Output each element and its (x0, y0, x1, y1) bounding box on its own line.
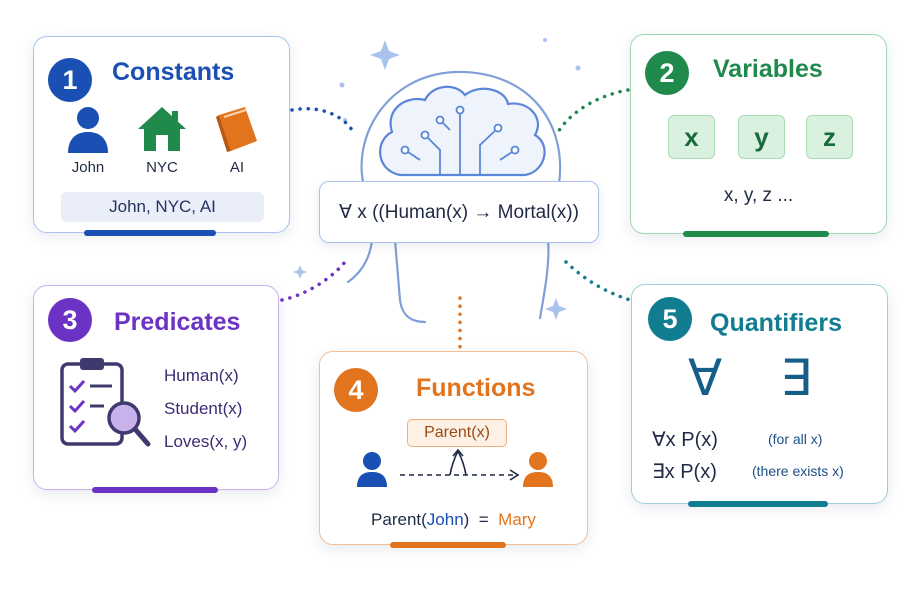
quantifier-note: (for all x) (768, 431, 823, 447)
step-badge: 2 (645, 51, 689, 95)
brain-icon (379, 85, 546, 177)
connector-quantifiers (564, 260, 632, 302)
quantifier-expression: ∃x P(x) (652, 461, 717, 483)
quantifiers-card: 5 Quantifiers ∀ ∃ ∀x P(x) (for all x) ∃x… (631, 284, 888, 507)
accent-bar (683, 231, 829, 237)
variable-chip: y (738, 115, 785, 159)
exists-symbol: ∃ (780, 350, 812, 406)
equation-argument: John (426, 510, 464, 529)
card-title: Functions (416, 374, 536, 402)
constant-item: NYC (122, 105, 202, 176)
card-title: Predicates (114, 308, 241, 336)
variable-chip: z (806, 115, 853, 159)
constant-item: John (48, 105, 128, 176)
predicate-item: Loves(x, y) (164, 432, 248, 451)
sparkle-icon (293, 38, 581, 320)
card-title: Constants (112, 58, 235, 86)
predicate-item: Human(x) (164, 366, 239, 385)
accent-bar (84, 230, 216, 236)
constant-label: AI (229, 159, 245, 176)
functions-card: 4 Functions Parent(x) Parent(John) = Mar… (319, 351, 588, 548)
step-badge: 5 (648, 297, 692, 341)
person-icon (523, 452, 553, 487)
accent-bar (390, 542, 506, 548)
variables-summary: x, y, z ... (723, 185, 794, 206)
head-icon (346, 70, 562, 324)
constant-label: NYC (146, 159, 178, 176)
variable-chip: x (668, 115, 715, 159)
function-mapping-diagram (357, 448, 553, 487)
person-icon (357, 452, 387, 487)
connector-constants (290, 107, 357, 137)
constants-card: 1 Constants John NYC AI John, NYC, AI (33, 36, 290, 236)
person-icon (68, 107, 108, 153)
function-box: Parent(x) (407, 419, 507, 447)
connector-variables (556, 88, 630, 134)
function-equation: Parent(John) = Mary (371, 510, 536, 529)
step-badge: 1 (48, 58, 92, 102)
clipboard-search-icon (60, 358, 151, 447)
forall-symbol: ∀ (688, 350, 723, 406)
constant-item: AI (197, 105, 277, 176)
card-title: Variables (713, 55, 823, 83)
house-icon (138, 107, 186, 151)
accent-bar (92, 487, 218, 493)
accent-bar (688, 501, 828, 507)
predicates-card: 3 Predicates Human(x) Student(x) Loves(x… (33, 285, 279, 493)
quantifier-expression: ∀x P(x) (652, 429, 718, 451)
quantifier-note: (there exists x) (752, 463, 844, 479)
formula-box: ∀ x ((Human(x) → Mortal(x)) (319, 181, 599, 243)
connector-predicates (280, 260, 347, 302)
variables-card: 2 Variables x y z x, y, z ... (630, 34, 887, 237)
step-badge: 3 (48, 298, 92, 342)
card-title: Quantifiers (710, 309, 842, 337)
constants-summary: John, NYC, AI (61, 192, 264, 222)
predicate-item: Student(x) (164, 399, 243, 418)
step-badge: 4 (334, 368, 378, 412)
constant-label: John (71, 159, 105, 176)
book-icon (216, 107, 257, 152)
equation-result: Mary (498, 510, 536, 529)
